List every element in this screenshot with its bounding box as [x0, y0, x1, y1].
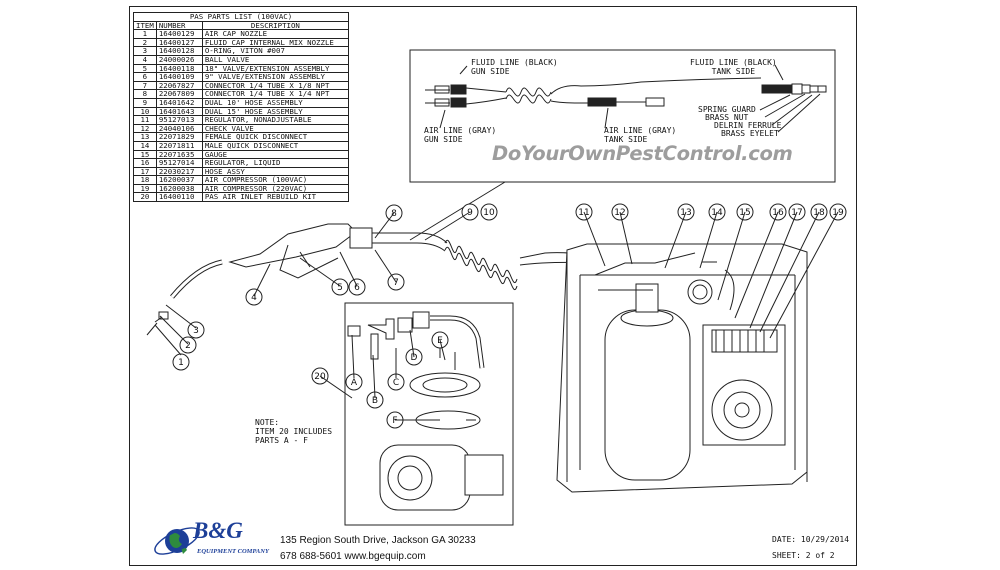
label-fluid-tank-text: FLUID LINE (BLACK) TANK SIDE — [690, 58, 777, 76]
note-item-20: NOTE: ITEM 20 INCLUDES PARTS A - F — [255, 418, 333, 445]
sprayer-unit — [556, 243, 808, 493]
callout-a: A — [351, 378, 358, 388]
callout-b: B — [372, 396, 378, 406]
callout-leaders — [154, 211, 839, 421]
callout-1: 1 — [178, 358, 184, 368]
callout-d: D — [411, 353, 418, 363]
label-fluid-gun: FLUID LINE (BLACK) GUN SIDE — [471, 58, 558, 76]
label-fluid-tank: FLUID LINE (BLACK) TANK SIDE — [690, 58, 777, 76]
air-inlet-kit — [347, 311, 504, 511]
label-spring-guard: SPRING GUARD — [698, 105, 756, 114]
callout-c: C — [393, 378, 399, 388]
callout-16: 16 — [772, 208, 784, 218]
detail-leader — [409, 181, 506, 241]
label-fluid-gun-text: FLUID LINE (BLACK) GUN SIDE — [471, 58, 558, 76]
parts-cell-description: PAS AIR INLET REBUILD KIT — [201, 192, 350, 203]
callout-1-circle — [172, 353, 190, 371]
item20-detail-box — [344, 302, 514, 526]
company-contact: 678 688-5601 www.bgequip.com — [280, 551, 426, 562]
label-brass-eyelet: BRASS EYELET — [721, 129, 779, 138]
callout-10-circle — [480, 203, 498, 221]
company-address: 135 Region South Drive, Jackson GA 30233 — [280, 535, 476, 546]
callout-10: 10 — [483, 208, 495, 218]
callout-7: 7 — [393, 278, 399, 288]
label-air-tank: AIR LINE (GRAY) TANK SIDE — [604, 126, 676, 144]
callout-4: 4 — [251, 293, 257, 303]
label-air-tank-text: AIR LINE (GRAY) TANK SIDE — [604, 126, 677, 144]
callout-6-circle — [348, 278, 366, 296]
callout-2: 2 — [185, 341, 191, 351]
callout-19: 19 — [832, 208, 844, 218]
callout-9: 9 — [467, 208, 473, 218]
parts-list-table: PAS PARTS LIST (100VAC) ITEM NUMBER DESC… — [133, 12, 350, 203]
hose-detail-drawing — [425, 64, 827, 133]
callout-2-circle — [179, 336, 197, 354]
callout-5: 5 — [337, 283, 343, 293]
callout-4-circle — [245, 288, 263, 306]
sheet-number: SHEET: 2 of 2 — [772, 551, 835, 560]
hose-detail-box — [409, 49, 836, 183]
watermark: DoYourOwnPestControl.com — [492, 142, 793, 165]
company-logo: B&G — [193, 518, 243, 543]
drawing-date: DATE: 10/29/2014 — [772, 535, 850, 544]
drawing-frame — [129, 6, 857, 566]
label-air-gun: AIR LINE (GRAY) GUN SIDE — [424, 126, 496, 144]
callout-6: 6 — [354, 283, 360, 293]
callout-f: F — [392, 416, 397, 426]
company-logo-subtitle: EQUIPMENT COMPANY — [197, 548, 269, 555]
spray-gun — [146, 223, 448, 336]
callout-3: 3 — [193, 326, 199, 336]
label-delrin-ferrule: DELRIN FERRULE — [714, 121, 782, 130]
callout-3-circle — [187, 321, 205, 339]
callout-20: 20 — [314, 372, 326, 382]
label-air-gun-text: AIR LINE (GRAY) GUN SIDE — [424, 126, 497, 144]
callout-18: 18 — [813, 208, 825, 218]
label-brass-nut: BRASS NUT — [705, 113, 749, 122]
callout-8: 8 — [391, 209, 397, 219]
